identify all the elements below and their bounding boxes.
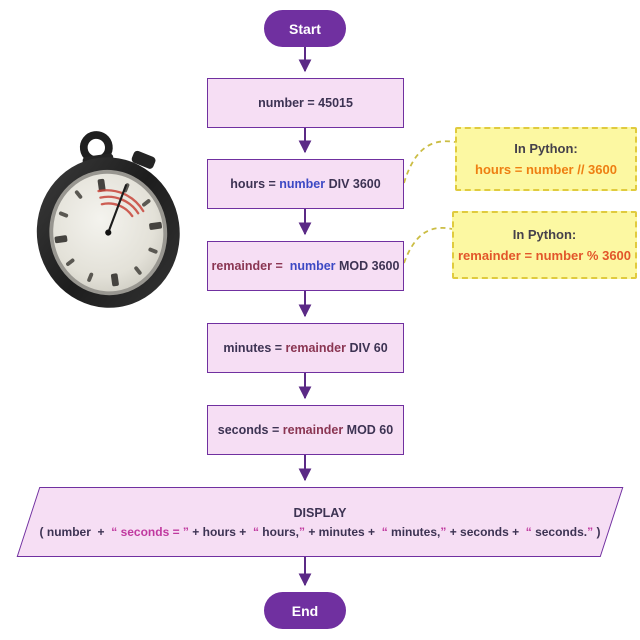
note-connector-remainder: [403, 227, 453, 264]
process-box-minutes-text: minutes = remainder DIV 60: [223, 341, 388, 355]
stopwatch-ticks: [54, 178, 162, 287]
start-label: Start: [289, 20, 321, 37]
stopwatch-needle-hub: [105, 229, 112, 236]
note-connector-hours: [403, 140, 456, 184]
display-content: DISPLAY ( number + “ seconds = ” + hours…: [29, 488, 611, 556]
start-node: Start: [264, 10, 346, 47]
python-note-remainder: In Python: remainder = number % 3600: [452, 211, 637, 279]
python-note-hours-title: In Python:: [514, 141, 578, 156]
stopwatch-needle: [107, 184, 128, 234]
process-box-seconds-text: seconds = remainder MOD 60: [217, 423, 394, 437]
process-box-seconds: seconds = remainder MOD 60: [207, 405, 404, 455]
display-title: DISPLAY: [293, 505, 347, 520]
display-expression: ( number + “ seconds = ” + hours + “ hou…: [39, 524, 601, 539]
end-label: End: [291, 602, 319, 619]
end-node: End: [264, 592, 346, 629]
process-box-minutes: minutes = remainder DIV 60: [207, 323, 404, 373]
process-box-remainder: remainder = number MOD 3600: [207, 241, 404, 291]
process-box-number-text: number = 45015: [258, 96, 353, 110]
display-parallelogram: DISPLAY ( number + “ seconds = ” + hours…: [16, 487, 624, 557]
process-box-hours-text: hours = number DIV 3600: [230, 177, 381, 191]
stopwatch-illustration: [36, 131, 180, 308]
python-note-remainder-title: In Python:: [512, 227, 577, 242]
note-connectors: [403, 140, 456, 264]
process-box-remainder-text: remainder = number MOD 3600: [211, 259, 400, 273]
python-note-remainder-code: remainder = number % 3600: [457, 248, 632, 263]
process-box-hours: hours = number DIV 3600: [207, 159, 404, 209]
python-note-hours: In Python: hours = number // 3600: [455, 127, 637, 191]
python-note-hours-code: hours = number // 3600: [475, 162, 617, 177]
stopwatch-side-button: [131, 150, 156, 169]
process-box-number: number = 45015: [207, 78, 404, 128]
